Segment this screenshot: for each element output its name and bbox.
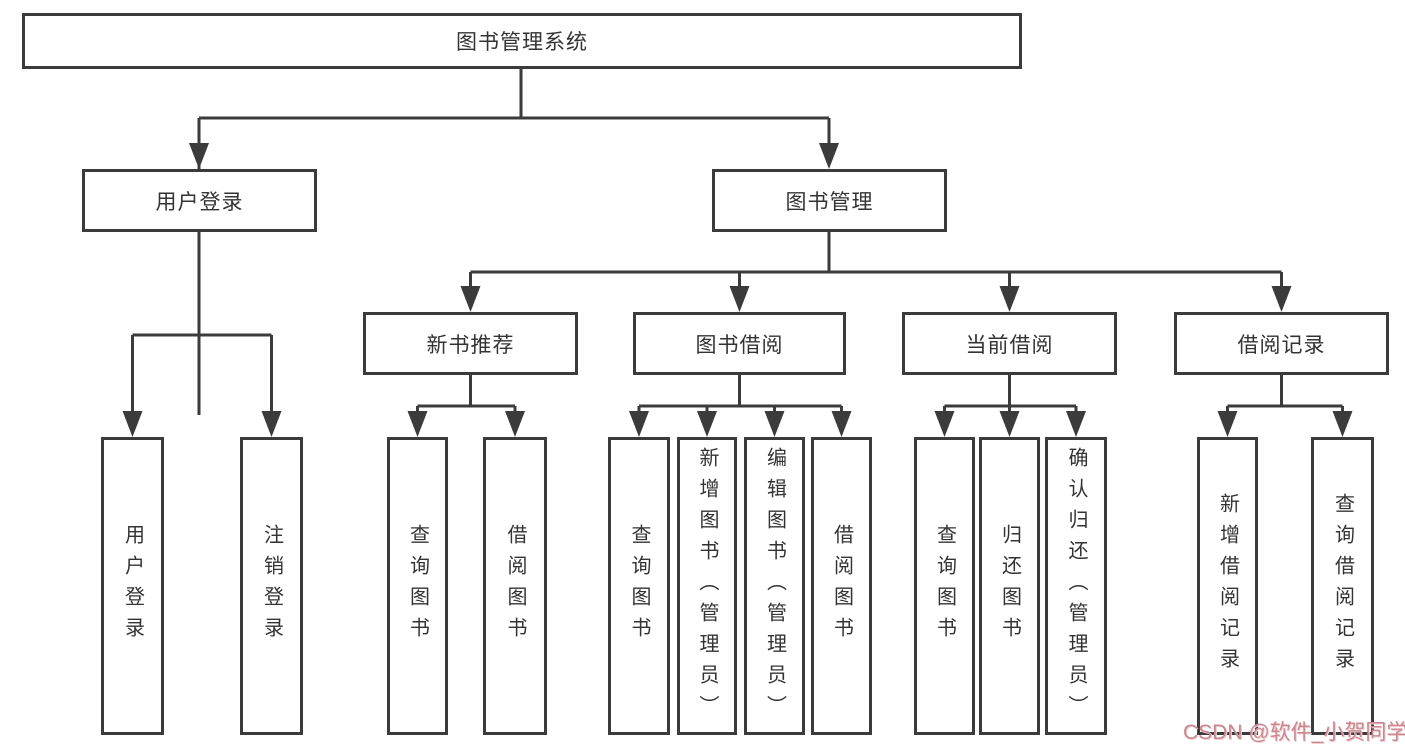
leaf-query-borrow-record: 查询借阅记录: [1311, 437, 1374, 735]
leaf-borrow-book-1: 借阅图书: [483, 437, 547, 735]
node-label: 图书管理系统: [456, 31, 588, 54]
node-user-login: 用户登录: [82, 169, 317, 232]
leaf-confirm-return-admin: 确认归还（管理员）: [1045, 437, 1107, 735]
node-label: 借阅图书: [504, 524, 526, 648]
node-label: 用户登录: [121, 524, 144, 648]
node-label: 注销登录: [260, 524, 283, 648]
leaf-logout: 注销登录: [240, 437, 303, 735]
node-label: 新增图书（管理员）: [696, 446, 718, 726]
node-label: 查询借阅记录: [1331, 493, 1354, 679]
node-label: 借阅记录: [1237, 333, 1326, 357]
leaf-query-book-3: 查询图书: [914, 437, 975, 735]
leaf-query-book-1: 查询图书: [387, 437, 448, 735]
leaf-borrow-book-2: 借阅图书: [811, 437, 872, 735]
node-label: 图书借阅: [695, 333, 784, 357]
node-label: 归还图书: [998, 524, 1021, 648]
node-book-management: 图书管理: [712, 169, 947, 232]
node-library-management-system: 图书管理系统: [22, 13, 1022, 69]
node-label: 新书推荐: [426, 333, 515, 357]
arrowheads: [122, 143, 1353, 437]
leaf-edit-book-admin: 编辑图书（管理员）: [744, 437, 805, 735]
node-label: 编辑图书（管理员）: [763, 446, 786, 726]
node-label: 图书管理: [785, 190, 874, 214]
node-label: 新增借阅记录: [1216, 493, 1239, 679]
node-borrow-record: 借阅记录: [1174, 312, 1389, 375]
node-label: 用户登录: [155, 190, 244, 214]
node-current-borrow: 当前借阅: [902, 312, 1117, 375]
node-label: 借阅图书: [830, 524, 853, 648]
leaf-add-borrow-record: 新增借阅记录: [1197, 437, 1258, 735]
node-label: 查询图书: [628, 524, 650, 648]
csdn-watermark: CSDN @软件_小贺同学: [1183, 721, 1405, 744]
node-label: 确认归还（管理员）: [1065, 446, 1087, 726]
leaf-user-login: 用户登录: [101, 437, 164, 735]
leaf-return-book: 归还图书: [979, 437, 1040, 735]
leaf-query-book-2: 查询图书: [608, 437, 670, 735]
node-label: 当前借阅: [965, 333, 1054, 357]
leaf-add-book-admin: 新增图书（管理员）: [677, 437, 737, 735]
node-new-book-recommend: 新书推荐: [363, 312, 578, 375]
node-book-borrow: 图书借阅: [633, 312, 846, 375]
node-label: 查询图书: [406, 524, 429, 648]
node-label: 查询图书: [933, 524, 956, 648]
